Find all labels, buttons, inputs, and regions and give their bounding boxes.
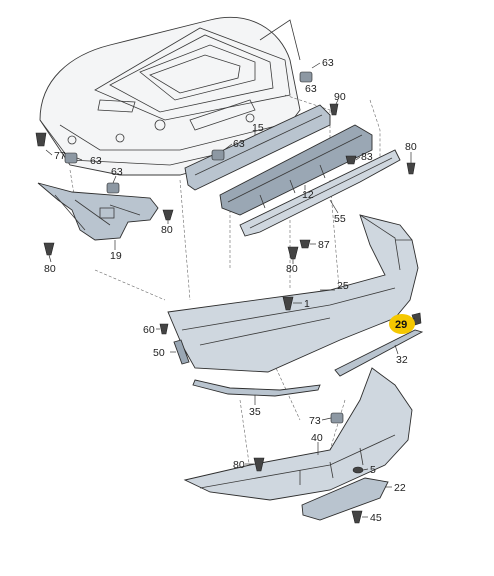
part-number: 63 bbox=[322, 57, 334, 69]
part-number: 12 bbox=[302, 189, 314, 201]
part-number: 80 bbox=[405, 141, 417, 153]
clip-80-right bbox=[406, 162, 416, 175]
clip-63-bracket bbox=[106, 182, 120, 194]
clip-83 bbox=[345, 155, 357, 165]
part-number: 90 bbox=[334, 91, 346, 103]
part-number: 1 bbox=[304, 298, 310, 310]
clip-63-mid bbox=[211, 149, 225, 161]
trim-strip-35 bbox=[192, 379, 321, 397]
part-labels: 63 63 90 15 63 83 80 77 63 63 12 80 19 8… bbox=[44, 57, 417, 524]
clip-5 bbox=[352, 466, 364, 474]
screw-80-bottom bbox=[43, 242, 55, 256]
screw-1 bbox=[282, 296, 294, 311]
fasteners bbox=[35, 71, 422, 524]
part-number: 87 bbox=[318, 239, 330, 251]
bumper-cover-25 bbox=[167, 214, 419, 373]
highlight-marker bbox=[389, 314, 415, 334]
part-number: 25 bbox=[337, 280, 349, 292]
clip-63-top bbox=[299, 71, 313, 83]
part-number: 45 bbox=[370, 512, 382, 524]
part-number: 63 bbox=[90, 155, 102, 167]
part-number: 5 bbox=[370, 464, 376, 476]
part-number: 19 bbox=[110, 250, 122, 262]
diffuser-40 bbox=[183, 367, 413, 501]
leader-lines bbox=[45, 62, 416, 518]
part-number: 63 bbox=[111, 166, 123, 178]
part-number: 63 bbox=[233, 138, 245, 150]
part-number: 22 bbox=[394, 482, 406, 494]
part-number: 15 bbox=[252, 122, 264, 134]
clip-87 bbox=[299, 239, 311, 249]
trim-strip-32 bbox=[334, 329, 424, 377]
screw-80-lower bbox=[253, 457, 265, 472]
part-number: 73 bbox=[309, 415, 321, 427]
side-bracket-19 bbox=[37, 182, 159, 241]
car-body bbox=[39, 16, 301, 176]
screw-90 bbox=[329, 103, 339, 116]
clip-60 bbox=[159, 323, 169, 335]
screw-80-center bbox=[287, 246, 299, 260]
clip-63-left bbox=[64, 152, 78, 164]
cover-plate-22 bbox=[301, 477, 389, 521]
part-number: 83 bbox=[361, 151, 373, 163]
part-number: 55 bbox=[334, 213, 346, 225]
part-number: 60 bbox=[143, 324, 155, 336]
absorber-12 bbox=[219, 124, 373, 216]
part-number: 63 bbox=[305, 83, 317, 95]
part-number-highlighted: 29 bbox=[395, 319, 407, 331]
part-number: 80 bbox=[233, 459, 245, 471]
clip-73 bbox=[330, 412, 344, 424]
bracket-55 bbox=[239, 149, 401, 237]
part-number: 77 bbox=[54, 150, 66, 162]
part-number: 50 bbox=[153, 347, 165, 359]
part-number: 80 bbox=[286, 263, 298, 275]
part-number: 80 bbox=[44, 263, 56, 275]
part-number: 80 bbox=[161, 224, 173, 236]
bracket-50 bbox=[173, 339, 190, 365]
carrier-15 bbox=[184, 104, 331, 191]
screw-45 bbox=[351, 510, 363, 524]
part-number: 40 bbox=[311, 432, 323, 444]
part-number: 32 bbox=[396, 354, 408, 366]
clip-77 bbox=[35, 132, 47, 147]
part-number: 35 bbox=[249, 406, 261, 418]
screw-80-left bbox=[162, 209, 174, 221]
